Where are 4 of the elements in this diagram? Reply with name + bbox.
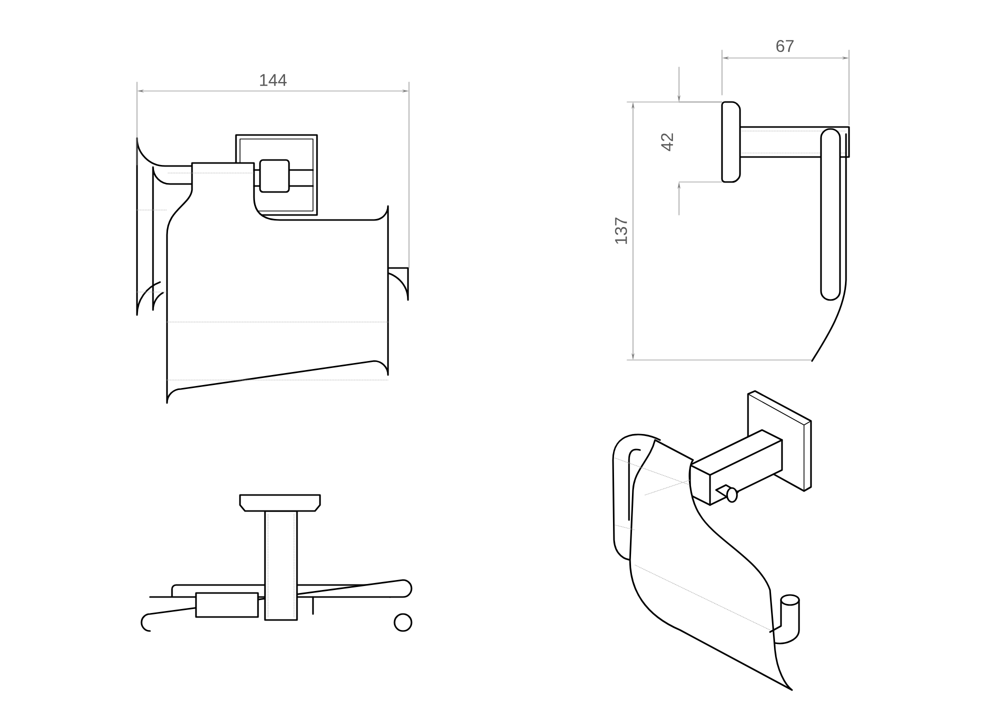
dimension-label: 67 (776, 40, 794, 52)
dimension-label: 144 (260, 74, 287, 86)
dimension-label: 42 (661, 133, 673, 152)
dimension-label: 137 (615, 218, 628, 244)
